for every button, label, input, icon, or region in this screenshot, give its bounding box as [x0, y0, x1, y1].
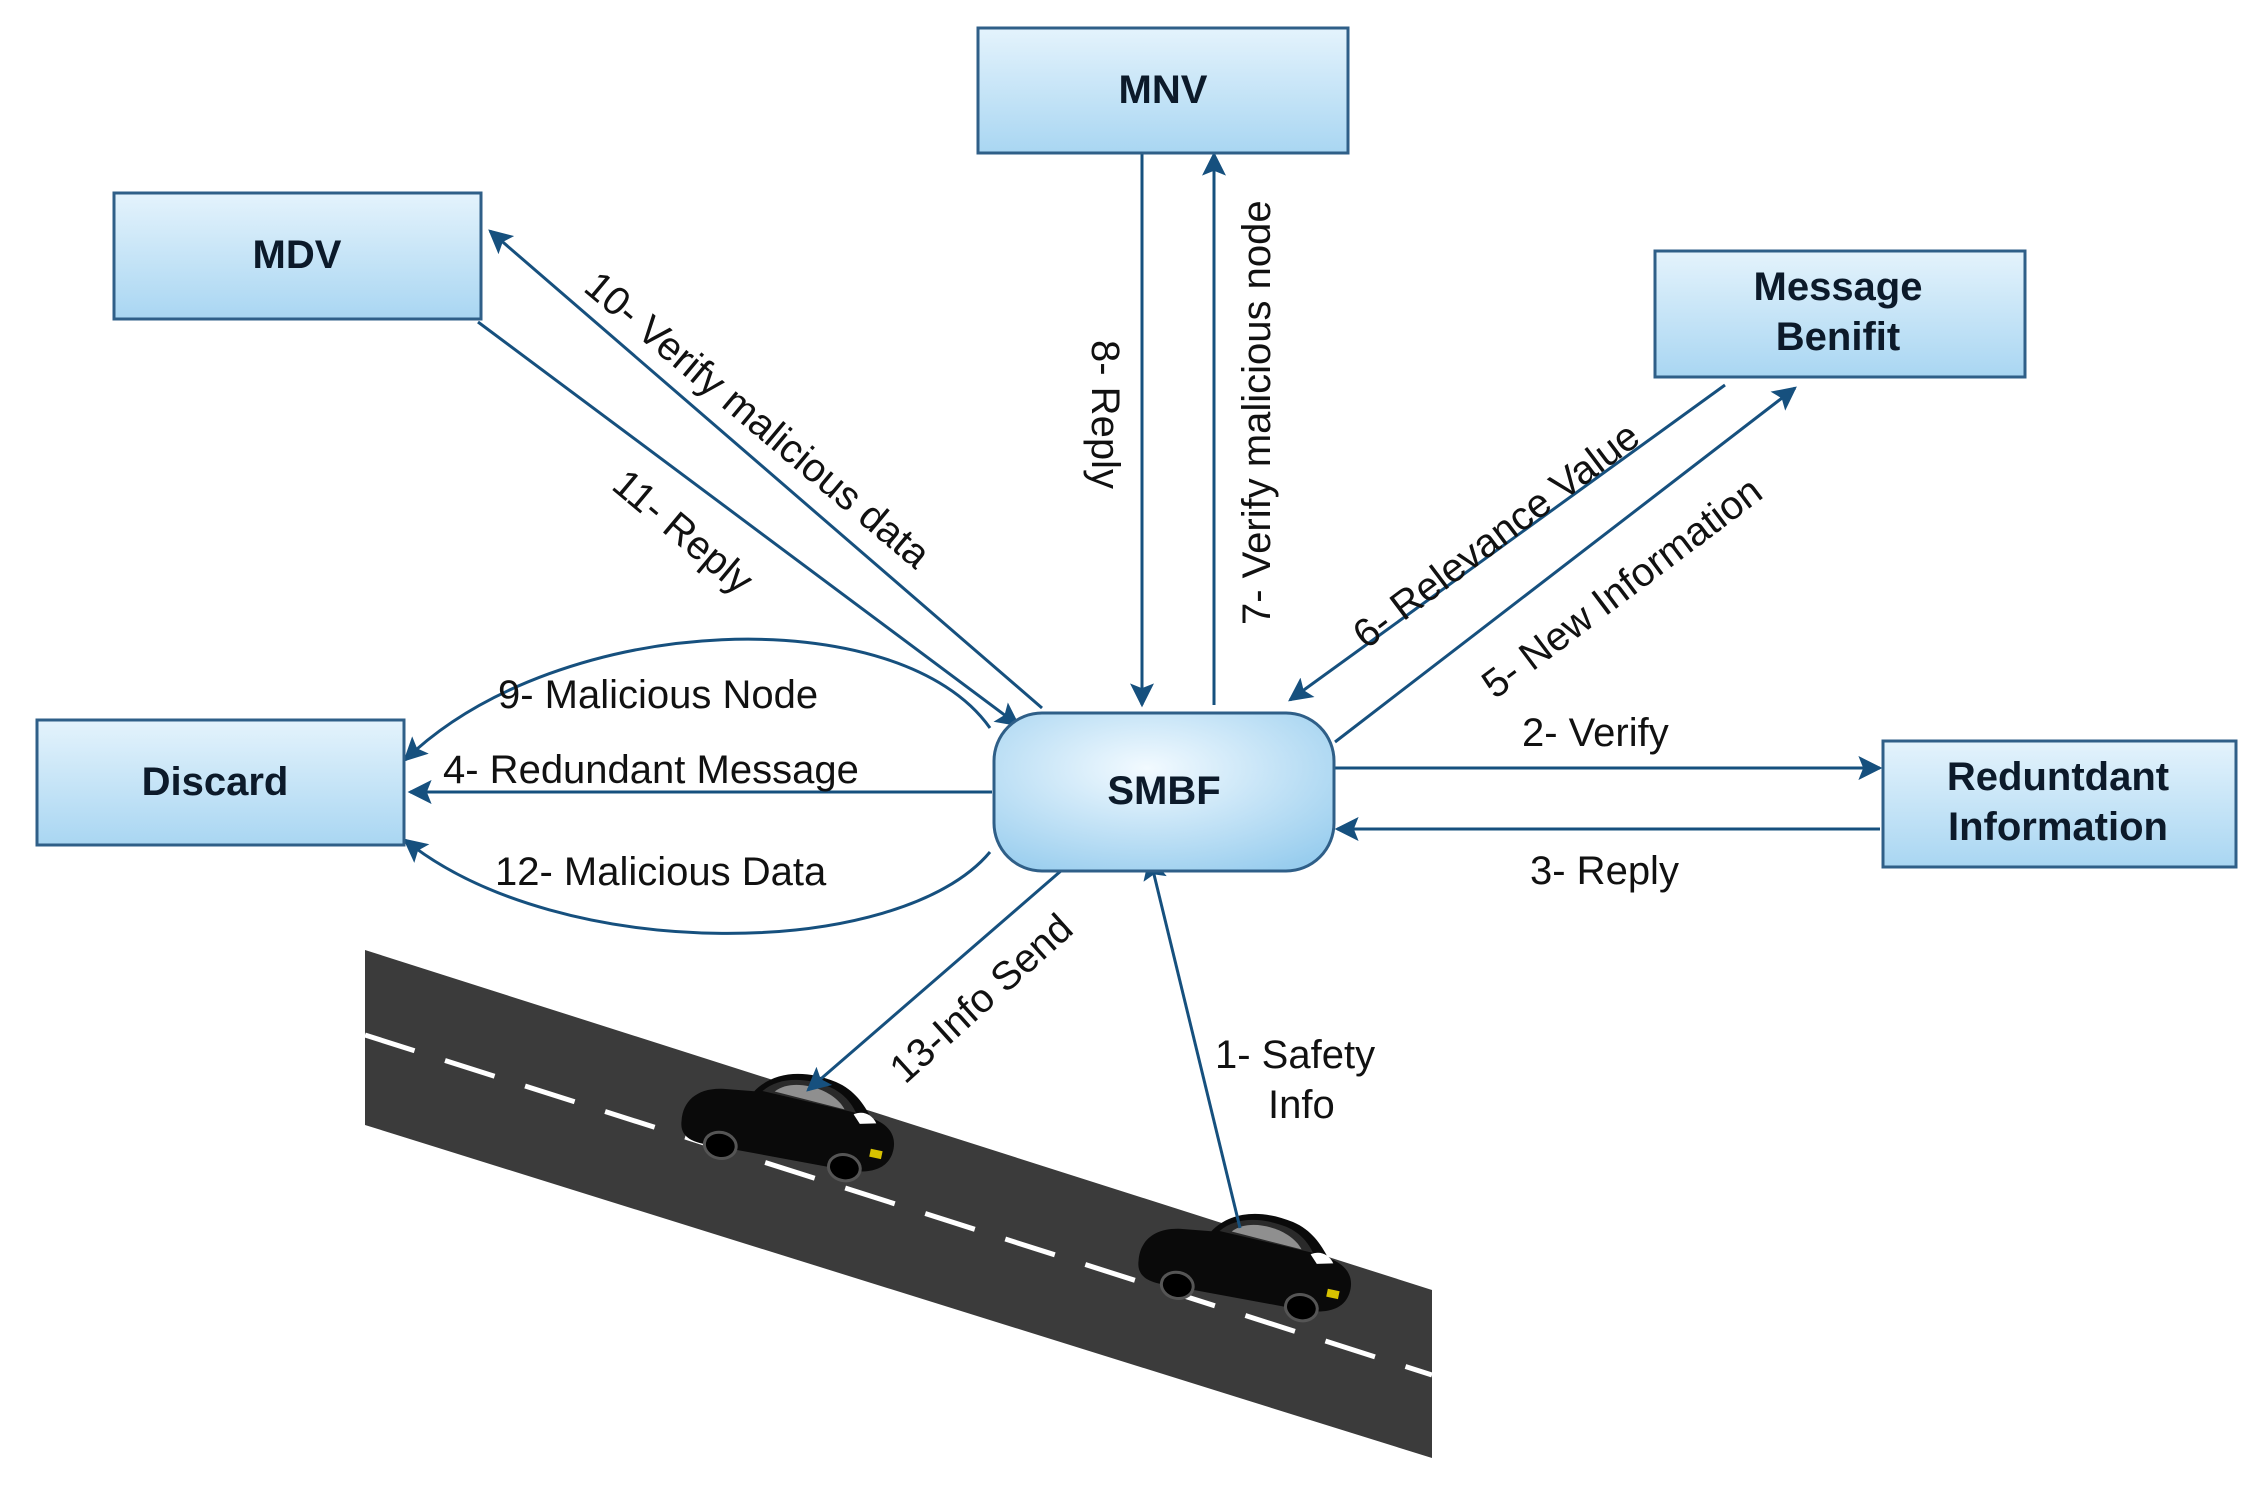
node-mdv: MDV [112, 191, 483, 321]
node-redundant-information-label-line1: Reduntdant [1947, 755, 2169, 799]
edge-malicious-data [403, 838, 992, 935]
edge-label-verify-malicious-node: 7- Verify malicious node [1235, 200, 1279, 625]
road [364, 950, 1433, 1458]
edge-label-verify: 2- Verify [1522, 711, 1669, 755]
node-mdv-label: MDV [253, 233, 342, 277]
node-message-benefit-label-line1: Message [1754, 265, 1923, 309]
edge-label-safety-info-line1: 1- Safety [1215, 1033, 1375, 1077]
edge-label-reply-mdv: 11- Reply [604, 461, 761, 603]
edge-label-malicious-node: 9- Malicious Node [498, 673, 818, 717]
edge-safety-info [1143, 855, 1242, 1229]
edge-verify-malicious-data [488, 229, 1043, 710]
node-smbf: SMBF [992, 711, 1336, 873]
edge-label-reply-redundant: 3- Reply [1530, 849, 1679, 893]
edges [403, 151, 1883, 1229]
node-mnv: MNV [976, 26, 1350, 155]
edge-malicious-node [403, 637, 992, 762]
node-smbf-label: SMBF [1107, 769, 1220, 813]
node-discard-label: Discard [142, 760, 289, 804]
edge-reply-mdv [477, 320, 1020, 727]
edge-info-send [806, 868, 1063, 1092]
node-redundant-information: Reduntdant Information [1881, 739, 2238, 869]
edge-label-malicious-data: 12- Malicious Data [495, 850, 827, 894]
node-mnv-label: MNV [1119, 68, 1208, 112]
edge-label-redundant-message: 4- Redundant Message [443, 748, 859, 792]
node-message-benefit: Message Benifit [1653, 249, 2027, 379]
edge-label-reply-mnv: 8- Reply [1083, 340, 1127, 489]
edge-label-safety-info-line2: Info [1268, 1083, 1335, 1127]
edge-relevance-value [1288, 383, 1726, 702]
node-discard: Discard [35, 718, 406, 847]
node-redundant-information-label-line2: Information [1948, 805, 2168, 849]
node-message-benefit-label-line2: Benifit [1776, 315, 1900, 359]
edge-new-information [1334, 386, 1797, 744]
